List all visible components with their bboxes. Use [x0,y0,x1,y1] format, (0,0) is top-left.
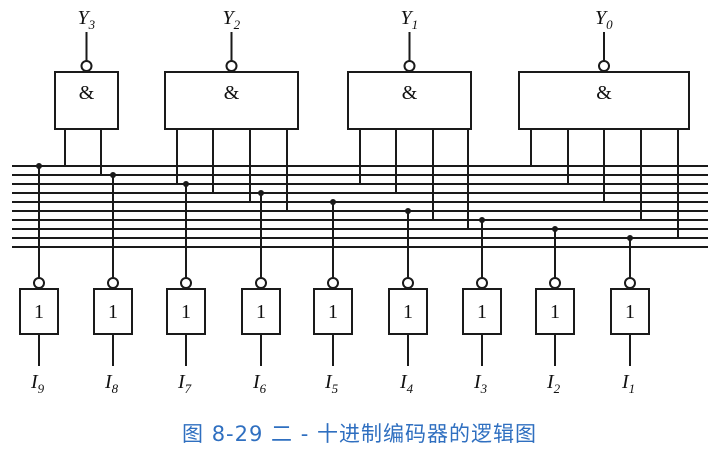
input-label-subscript: 1 [629,381,636,396]
junction-dot [36,163,42,169]
junction-dot [552,226,558,232]
not-gate-body [313,288,353,335]
and-gate-body [164,71,299,130]
input-label-subscript: 2 [554,381,561,396]
not-gate-symbol: 1 [403,301,413,323]
and-gate-symbol: & [224,82,240,104]
and-gate: Y0 & [518,7,690,238]
inversion-bubble [624,277,636,289]
not-gate-symbol: 1 [256,301,266,323]
inversion-bubble [598,60,610,72]
input-label-subscript: 9 [38,381,45,396]
not-gate: 1I5 [313,199,353,396]
input-label: I9 [30,371,45,396]
junction-dot [479,217,485,223]
not-gate-symbol: 1 [328,301,338,323]
junction-dot [405,208,411,214]
output-label-subscript: 3 [88,17,96,32]
and-gate-body [518,71,690,130]
input-label: I7 [177,371,192,396]
input-label: I1 [621,371,635,396]
input-label-subscript: 7 [185,381,192,396]
input-label: I6 [252,371,267,396]
inversion-bubble [33,277,45,289]
input-label-subscript: 3 [480,381,488,396]
and-gate: Y1 & [347,7,472,229]
not-gate: 1I6 [241,190,281,396]
junction-dot [627,235,633,241]
not-gate-symbol: 1 [34,301,44,323]
not-gate: 1I3 [462,217,502,396]
not-gate-symbol: 1 [625,301,635,323]
input-label: I2 [546,371,561,396]
inversion-bubble [80,60,93,72]
and-gate: Y3 & [54,7,119,175]
not-gate-symbol: 1 [108,301,118,323]
inversion-bubble [402,277,414,289]
output-label-subscript: 2 [234,17,241,32]
output-label: Y0 [595,7,613,32]
input-label-subscript: 5 [332,381,339,396]
input-label: I8 [104,371,119,396]
output-label: Y3 [78,7,96,32]
and-gate-symbol: & [79,82,95,104]
and-gate-body [54,71,119,130]
junction-dot [183,181,189,187]
inversion-bubble [255,277,267,289]
and-gates: Y3 & Y2 & Y1 & Y0 & [54,7,690,238]
not-gate-symbol: 1 [181,301,191,323]
inversion-bubble [180,277,192,289]
input-label-subscript: 6 [260,381,267,396]
junction-dot [330,199,336,205]
input-label: I5 [324,371,339,396]
output-label: Y1 [401,7,419,32]
output-label-subscript: 0 [606,17,613,32]
input-label: I4 [399,371,414,396]
not-gate: 1I9 [19,163,59,396]
not-gate-body [241,288,281,335]
not-gate: 1I8 [93,172,133,396]
not-gate: 1I7 [166,181,206,396]
input-label-subscript: 4 [407,381,414,396]
and-gate-symbol: & [402,82,418,104]
not-gate-body [388,288,428,335]
not-gate-symbol: 1 [550,301,560,323]
not-gate: 1I1 [610,235,650,396]
and-gate-body [347,71,472,130]
inversion-bubble [225,60,238,72]
inversion-bubble [327,277,339,289]
and-gate: Y2 & [164,7,299,211]
and-gate-symbol: & [596,82,612,104]
figure-caption: 图 8-29 二 - 十进制编码器的逻辑图 [182,422,537,446]
not-gate: 1I4 [388,208,428,396]
junction-dot [258,190,264,196]
not-gate-body [462,288,502,335]
not-gate-symbol: 1 [477,301,487,323]
not-gate-body [535,288,575,335]
inversion-bubble [403,60,416,72]
inversion-bubble [476,277,488,289]
output-label: Y2 [223,7,241,32]
inversion-bubble [549,277,561,289]
inversion-bubble [107,277,119,289]
not-gate-body [19,288,59,335]
bus-lines [12,165,708,248]
not-gate-body [610,288,650,335]
output-label-subscript: 1 [412,17,419,32]
not-gate: 1I2 [535,226,575,396]
not-gate-body [93,288,133,335]
input-label: I3 [473,371,488,396]
input-label-subscript: 8 [112,381,119,396]
junction-dot [110,172,116,178]
